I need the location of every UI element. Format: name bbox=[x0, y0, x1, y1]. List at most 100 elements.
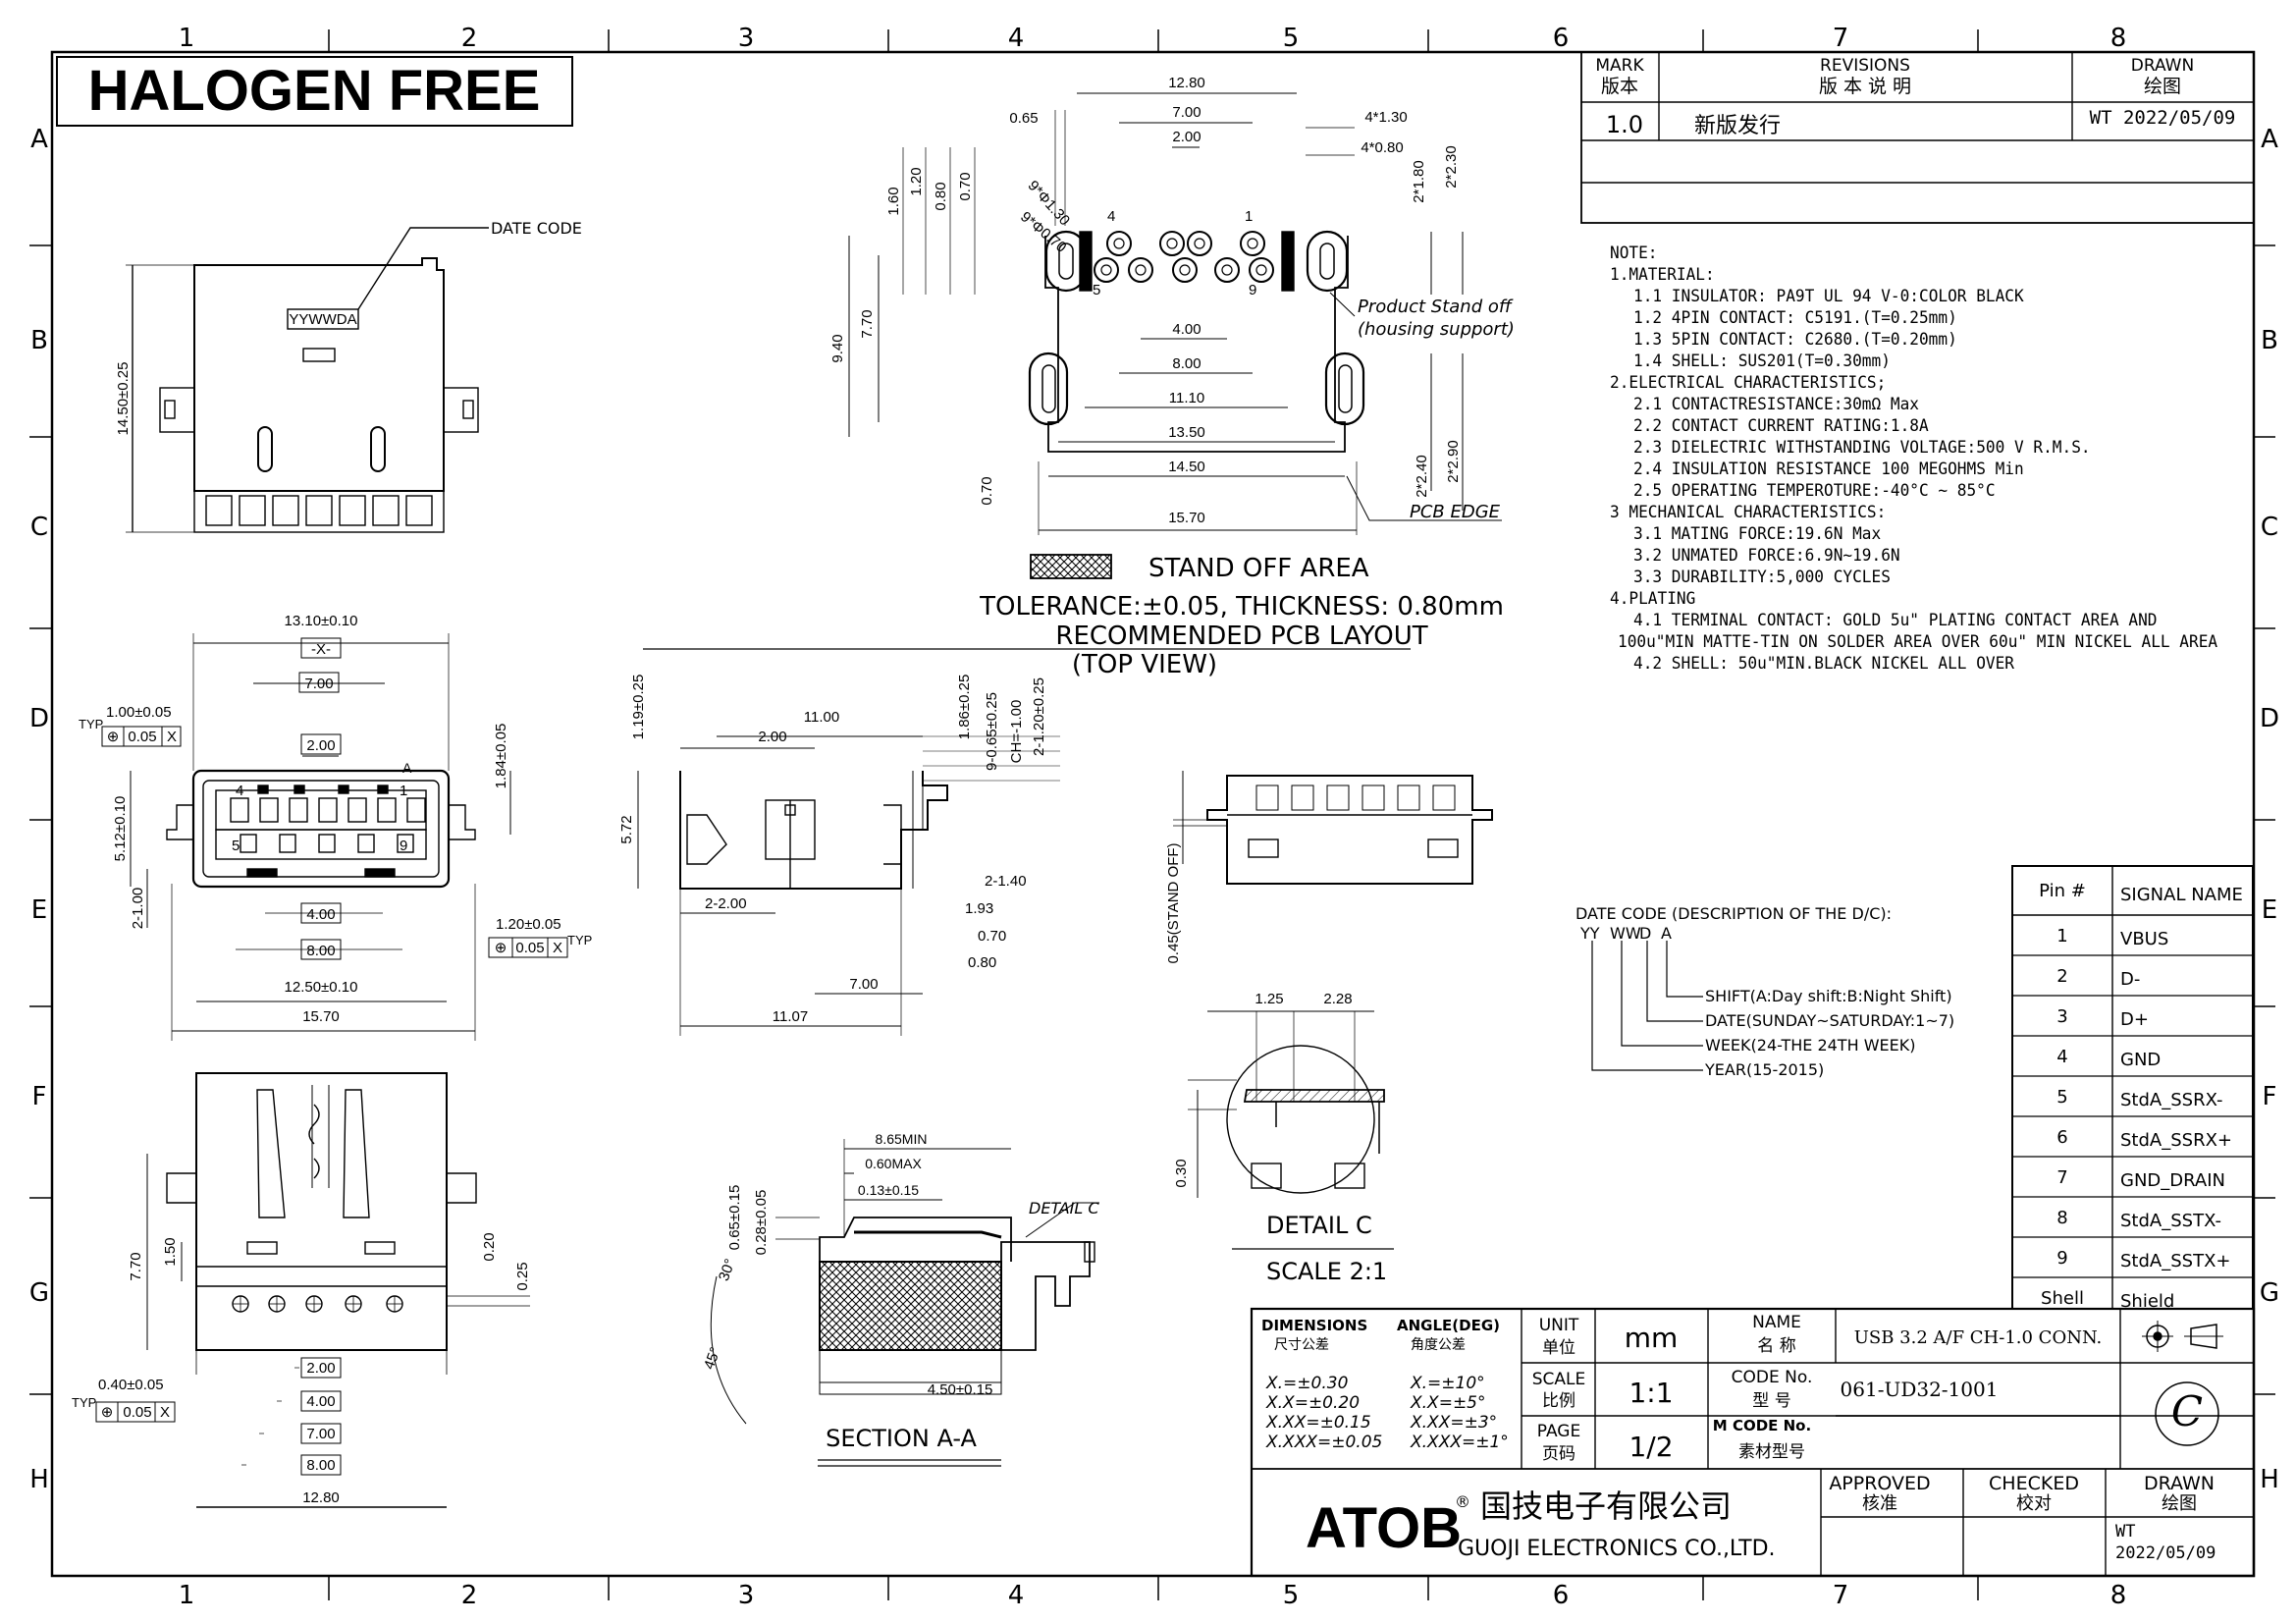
section-dim: 2-1.40 bbox=[985, 873, 1027, 890]
column-label-2: 2 bbox=[461, 24, 478, 53]
company-name-cn: 国技电子有限公司 bbox=[1480, 1488, 1732, 1525]
pcb-dim: 4*0.80 bbox=[1361, 139, 1403, 156]
rev-drawn-value: WT 2022/05/09 bbox=[2090, 107, 2236, 129]
section-dim: 7.00 bbox=[849, 976, 878, 993]
front-dim: TYP bbox=[79, 717, 103, 731]
date-code-legend-item: WEEK(24-THE 24TH WEEK) bbox=[1705, 1036, 1915, 1055]
pcb-dim: 9.40 bbox=[829, 334, 846, 362]
pcb-dim: 4.00 bbox=[1172, 321, 1201, 338]
column-label-5: 5 bbox=[1283, 24, 1300, 53]
note-line: 3.1 MATING FORCE:19.6N Max bbox=[1633, 524, 1881, 543]
bottom-dim: 0.25 bbox=[514, 1262, 531, 1290]
aa-dim: 45° bbox=[701, 1345, 724, 1372]
front-dim: 4.00 bbox=[306, 906, 335, 923]
date-code-callout: DATE CODE bbox=[491, 219, 582, 238]
section-dim: CH=-1.00 bbox=[1008, 700, 1025, 764]
column-label-2-bottom: 2 bbox=[461, 1581, 478, 1610]
registered-mark: ® bbox=[1455, 1492, 1470, 1511]
section-dim: 11.00 bbox=[804, 709, 839, 726]
row-label-H: H bbox=[29, 1465, 49, 1494]
front-pin-label: 9 bbox=[400, 838, 407, 854]
pin-table-cell: StdA_SSTX+ bbox=[2120, 1251, 2230, 1271]
row-label-G: G bbox=[29, 1278, 49, 1308]
row-label-E-right: E bbox=[2262, 895, 2277, 925]
row-label-H-right: H bbox=[2260, 1465, 2279, 1494]
tb-page-cn: 页码 bbox=[1542, 1444, 1575, 1464]
row-label-F: F bbox=[32, 1082, 47, 1111]
rev-mark-value: 1.0 bbox=[1606, 111, 1643, 138]
pin-table-cell: Shell bbox=[2041, 1288, 2084, 1309]
bottom-dim: 12.80 bbox=[302, 1489, 340, 1506]
note-line: 1.2 4PIN CONTACT: C5191.(T=0.25mm) bbox=[1633, 308, 1957, 327]
tb-scale-cn: 比例 bbox=[1542, 1391, 1575, 1411]
row-label-A-right: A bbox=[2261, 125, 2278, 154]
note-line: 2.2 CONTACT CURRENT RATING:1.8A bbox=[1633, 416, 1929, 435]
tb-checked: CHECKED bbox=[1989, 1473, 2079, 1494]
company-logo: ATOB bbox=[1306, 1496, 1462, 1560]
tb-unit-cn: 单位 bbox=[1542, 1338, 1575, 1358]
standoff-dim: 0.45(STAND OFF) bbox=[1165, 842, 1182, 963]
detail-c-scale: SCALE 2:1 bbox=[1266, 1258, 1387, 1285]
tolerance-label: TOLERANCE:±0.05, THICKNESS: 0.80mm bbox=[979, 592, 1504, 622]
tolerance-linear: X.X=±0.20 bbox=[1265, 1393, 1360, 1413]
note-line: 4.1 TERMINAL CONTACT: GOLD 5u" PLATING C… bbox=[1633, 611, 2158, 629]
row-label-B-right: B bbox=[2261, 326, 2278, 355]
tb-name-cn: 名 称 bbox=[1757, 1336, 1795, 1356]
pin-table-cell: 1 bbox=[2056, 926, 2067, 947]
pin-table-cell: 3 bbox=[2056, 1006, 2067, 1027]
title-block: DIMENSIONS 尺寸公差 ANGLE(DEG) 角度公差 X.=±0.30… bbox=[1250, 1307, 2256, 1578]
tb-mcode-cn: 素材型号 bbox=[1738, 1442, 1805, 1462]
column-label-3: 3 bbox=[738, 24, 755, 53]
pcb-pin-label: 5 bbox=[1093, 282, 1100, 298]
halogen-free-stamp: HALOGEN FREE bbox=[56, 56, 573, 127]
tolerance-angle: X.=±10° bbox=[1410, 1374, 1485, 1393]
pcb-dim: 13.50 bbox=[1168, 424, 1205, 441]
tolerance-angle: X.X=±5° bbox=[1410, 1393, 1486, 1413]
column-label-8: 8 bbox=[2110, 24, 2127, 53]
pcb-pin-label: 9 bbox=[1249, 282, 1256, 298]
front-dim: 13.10±0.10 bbox=[285, 613, 358, 629]
tb-approved-cn: 核准 bbox=[1862, 1493, 1897, 1514]
halogen-free-text: HALOGEN FREE bbox=[88, 59, 541, 123]
rev-drawn-header-cn: 绘图 bbox=[2144, 76, 2181, 97]
tb-approved: APPROVED bbox=[1829, 1473, 1930, 1494]
note-line: 2.5 OPERATING TEMPEROTURE:-40°C ~ 85°C bbox=[1633, 481, 1996, 500]
bottom-position-symbol: ⊕ bbox=[101, 1404, 114, 1421]
aa-dim: 30° bbox=[716, 1257, 739, 1283]
column-label-1: 1 bbox=[179, 24, 195, 53]
section-aa-title: SECTION A-A bbox=[826, 1425, 977, 1452]
note-line: 100u"MIN MATTE-TIN ON SOLDER AREA OVER 6… bbox=[1618, 632, 2217, 651]
pcb-dim: 8.00 bbox=[1172, 355, 1201, 372]
pcb-dim: 7.00 bbox=[1172, 104, 1201, 121]
front-dim: 5.12±0.10 bbox=[112, 796, 129, 862]
bottom-dim: 0.05 bbox=[123, 1404, 151, 1421]
pcb-dim: 14.50 bbox=[1168, 459, 1205, 475]
section-dim: 1.86±0.25 bbox=[956, 675, 973, 740]
column-label-6-bottom: 6 bbox=[1553, 1581, 1570, 1610]
pin-table-cell: 6 bbox=[2056, 1127, 2067, 1148]
column-label-5-bottom: 5 bbox=[1283, 1581, 1300, 1610]
aa-dim: 0.28±0.05 bbox=[753, 1190, 770, 1256]
side-view: YYWWDA DATE CODE 14.50±0.25 bbox=[115, 219, 582, 533]
row-label-F-right: F bbox=[2263, 1082, 2277, 1111]
bottom-dim: TYP bbox=[72, 1395, 96, 1410]
front-dim: X bbox=[167, 729, 177, 745]
note-line: 2.3 DIELECTRIC WITHSTANDING VOLTAGE:500 … bbox=[1633, 438, 2091, 457]
bottom-dim: 1.50 bbox=[162, 1237, 179, 1266]
pcb-edge-label: PCB EDGE bbox=[1410, 502, 1501, 522]
column-ticks bbox=[328, 29, 1979, 1600]
pcb-dim: 4*1.30 bbox=[1364, 109, 1407, 126]
note-line: 1.MATERIAL: bbox=[1610, 265, 1715, 284]
row-label-C: C bbox=[30, 513, 48, 542]
column-label-7-bottom: 7 bbox=[1833, 1581, 1849, 1610]
bottom-dim: X bbox=[160, 1404, 170, 1421]
pcb-dim: 7.70 bbox=[859, 309, 876, 338]
tb-angle: ANGLE(DEG) bbox=[1397, 1317, 1500, 1334]
pcb-dim: 0.65 bbox=[1009, 110, 1038, 127]
